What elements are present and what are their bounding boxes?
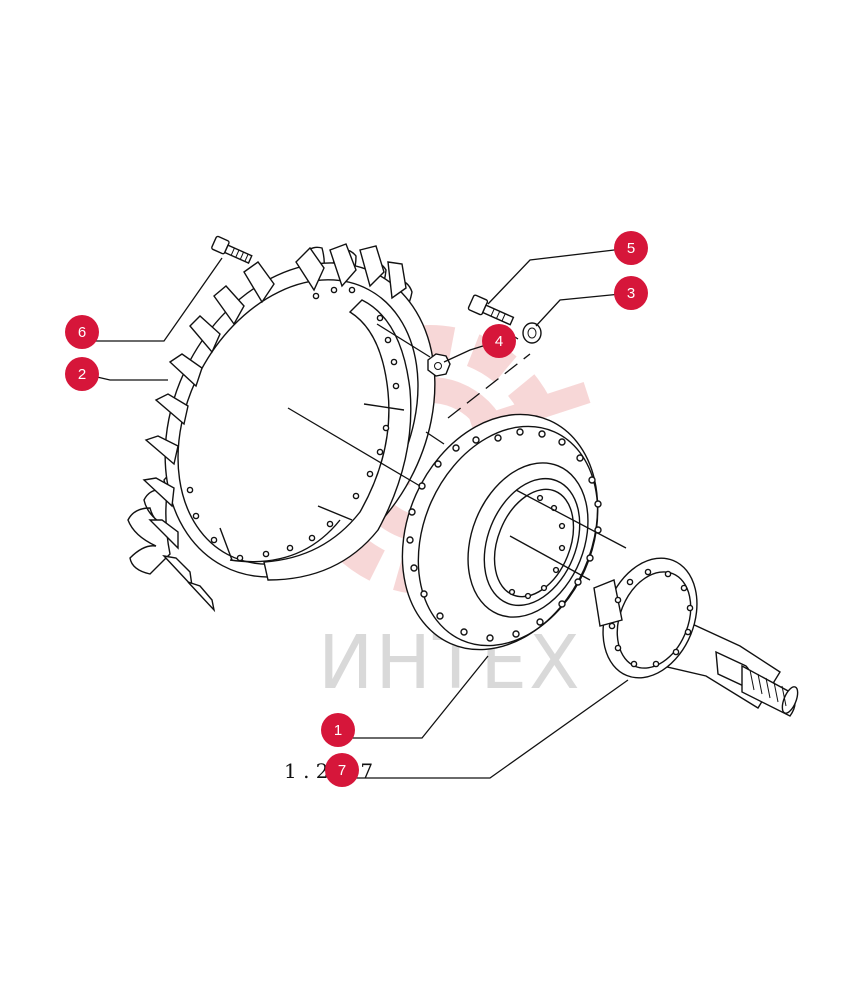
callout-3-label: 3 <box>627 285 635 302</box>
sprocket-teeth <box>142 243 407 613</box>
washer-part-3 <box>522 322 542 344</box>
shaft-splines <box>749 669 787 707</box>
flange-bolt-holes <box>406 428 602 642</box>
shaft-flange-holes <box>608 568 694 668</box>
callout-leaders <box>83 247 632 779</box>
callout-6-label: 6 <box>78 324 86 341</box>
callout-2-label: 2 <box>78 366 86 383</box>
callout-4[interactable]: 4 <box>482 324 516 358</box>
ring-bolt-holes <box>186 286 400 562</box>
callout-2[interactable]: 2 <box>65 357 99 391</box>
nut-part-4 <box>427 353 451 377</box>
bolt-part-6 <box>211 235 253 265</box>
drive-shaft <box>593 557 799 717</box>
callout-3[interactable]: 3 <box>614 276 648 310</box>
callout-5-label: 5 <box>627 240 635 257</box>
callout-7-label: 7 <box>338 762 346 779</box>
callout-6[interactable]: 6 <box>65 315 99 349</box>
sprocket-ring <box>127 243 436 613</box>
bolt-part-5 <box>467 294 515 326</box>
callout-1-label: 1 <box>334 722 342 739</box>
callout-7[interactable]: 7 <box>325 753 359 787</box>
hub-flange <box>401 413 602 651</box>
callout-1[interactable]: 1 <box>321 713 355 747</box>
callout-5[interactable]: 5 <box>614 231 648 265</box>
callout-4-label: 4 <box>495 333 503 350</box>
inner-bearing-holes <box>508 494 566 600</box>
